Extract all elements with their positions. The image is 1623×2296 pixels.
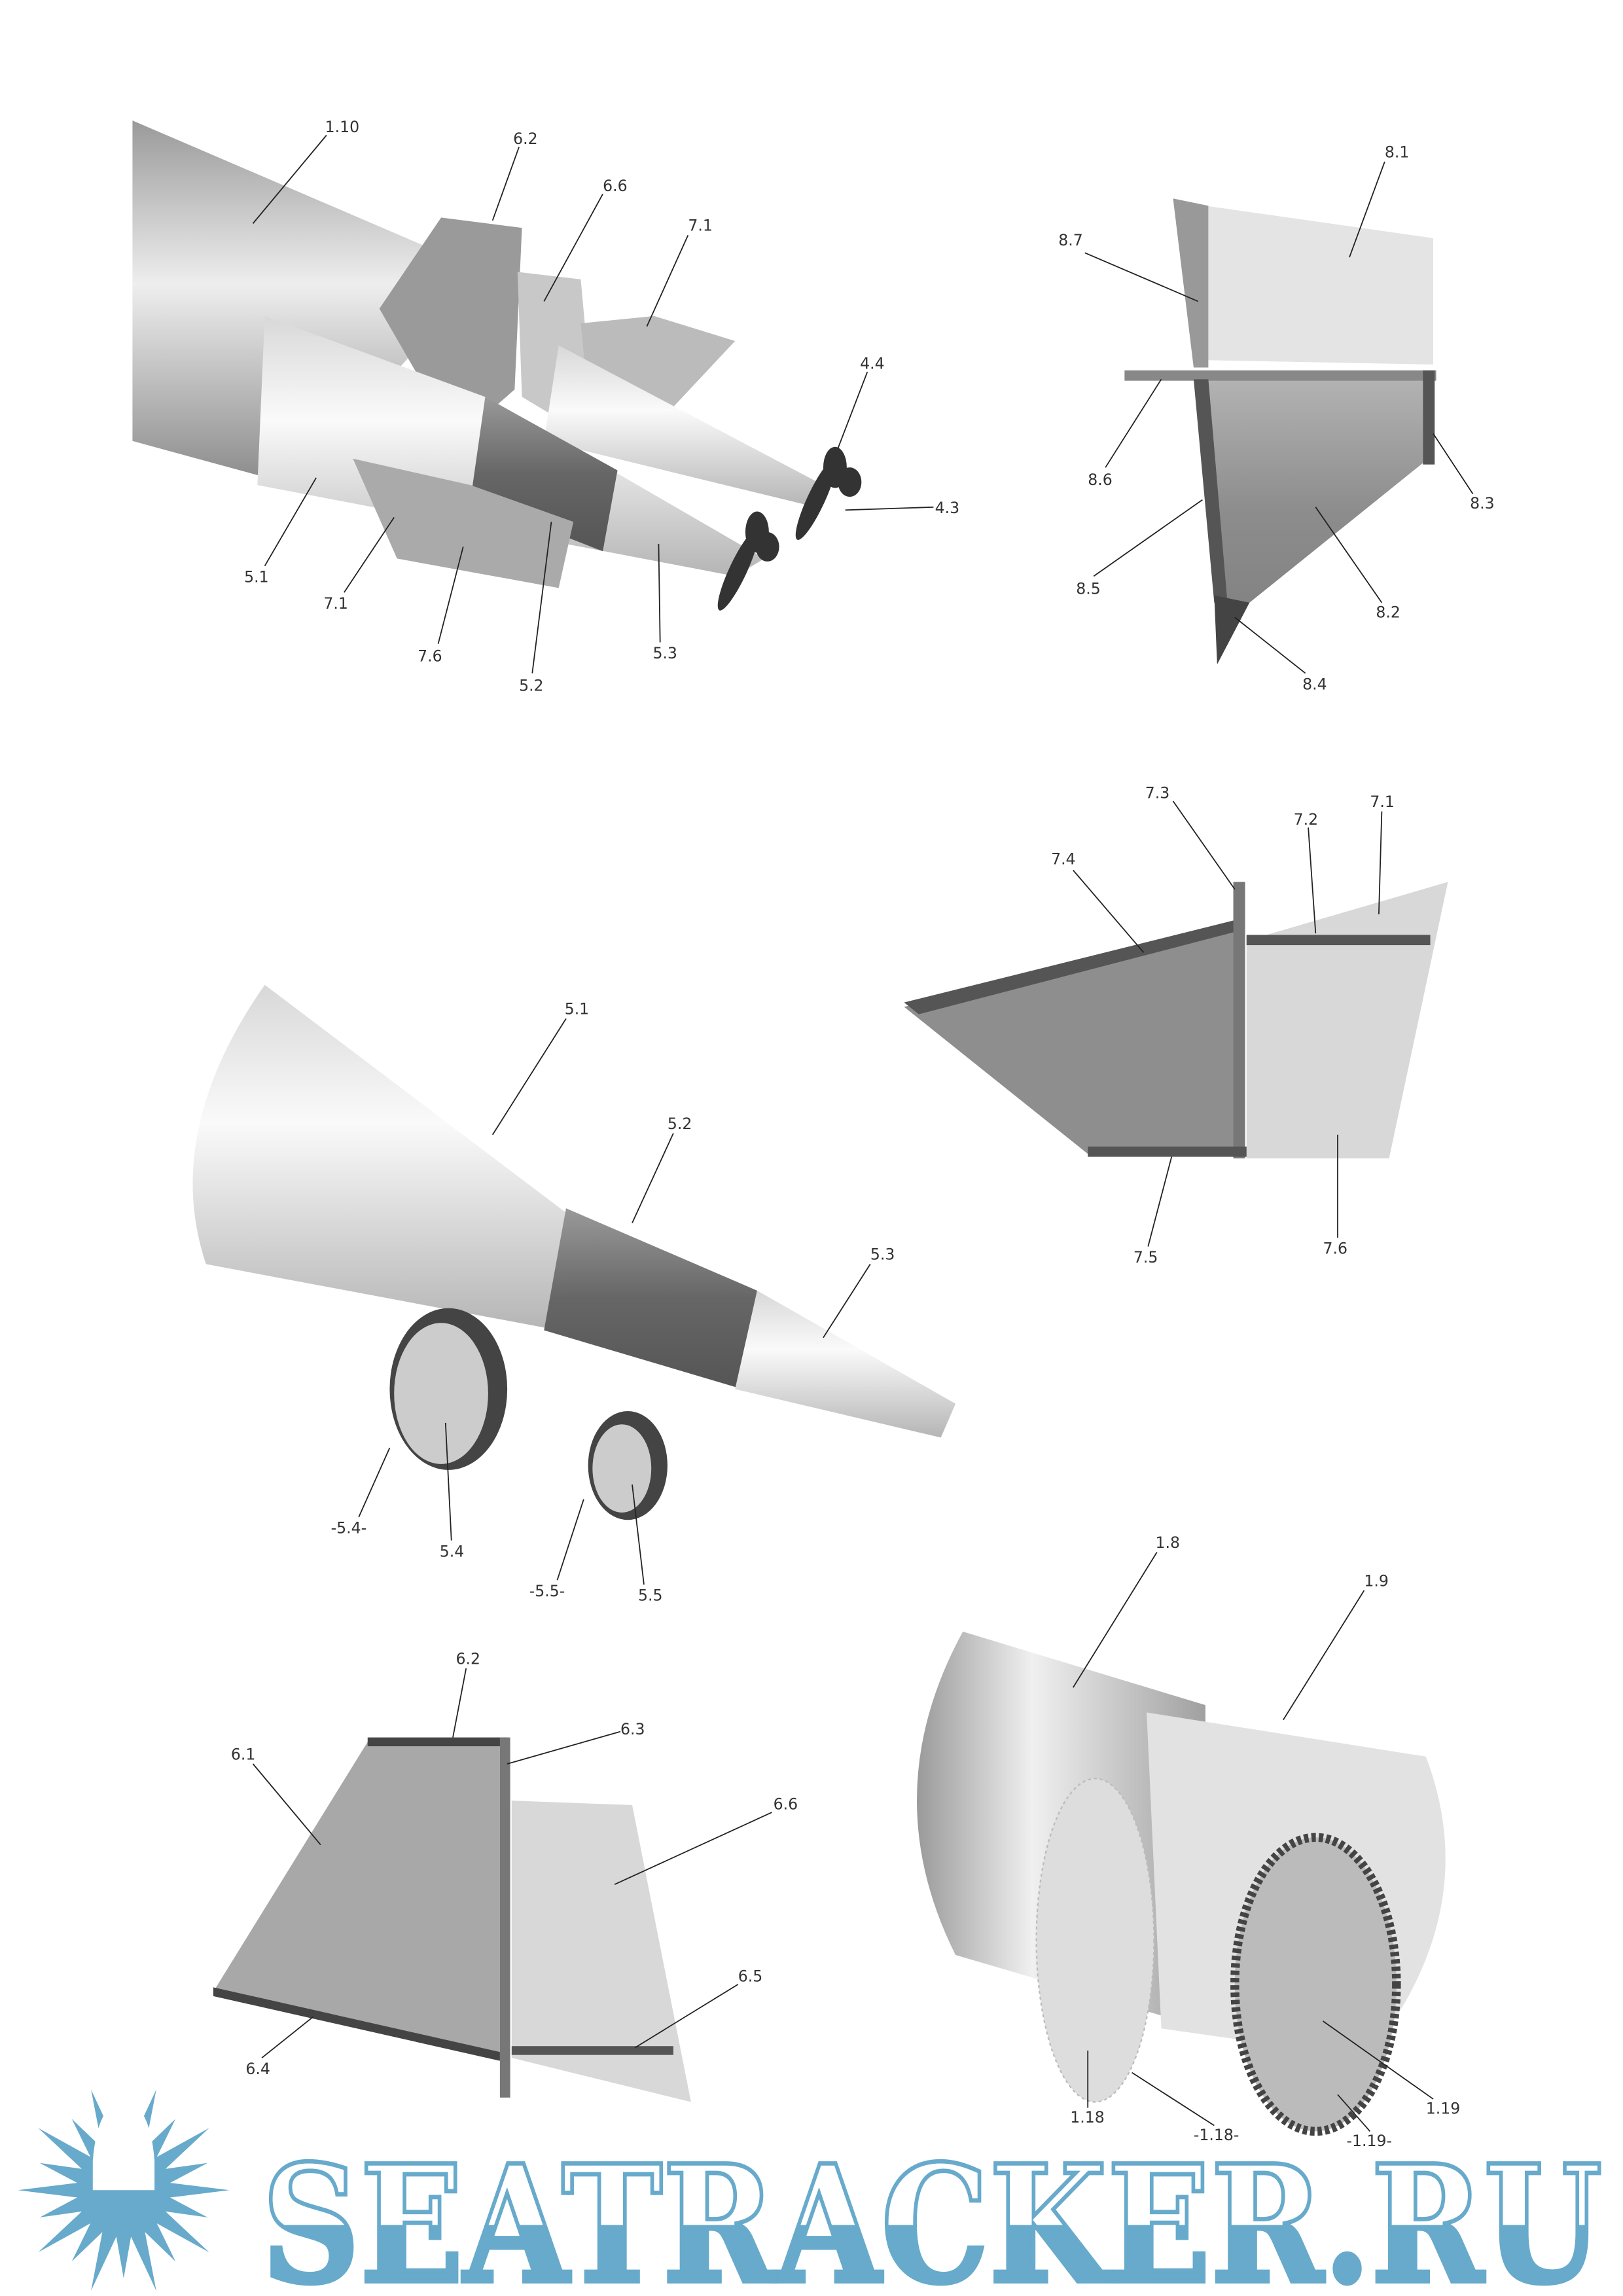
part-8-2	[1205, 379, 1423, 647]
label: 6.1	[231, 1745, 256, 1763]
label: -1.19-	[1346, 2132, 1392, 2150]
labels-hull-tubes: 1.8 1.9 1.18 -1.18- -1.19- 1.19	[1070, 1534, 1460, 2150]
label: 8.4	[1302, 675, 1327, 693]
figure-fin-parts	[904, 882, 1448, 1158]
label: 6.2	[513, 130, 538, 148]
part-7-2	[1246, 935, 1431, 946]
label: 6.3	[620, 1720, 645, 1738]
label: 8.7	[1058, 231, 1083, 249]
watermark-text: SEATRACKER.RU	[262, 2130, 1602, 2296]
labels-skeg-parts: 8.1 8.7 8.6 8.3 8.5 8.2 8.4	[1058, 143, 1494, 693]
part-1-19-disc	[1230, 1833, 1401, 2136]
propeller-upper	[795, 446, 862, 540]
label: 6.5	[738, 1967, 763, 1985]
label: 1.18	[1070, 2108, 1105, 2126]
label: -1.18-	[1194, 2126, 1240, 2144]
part-7-4	[904, 923, 1235, 1154]
label: 4.3	[935, 499, 960, 517]
part-6-2	[367, 1737, 508, 1747]
part-5-1	[192, 984, 566, 1331]
label: -5.4-	[331, 1518, 367, 1537]
label: 5.1	[565, 1000, 590, 1018]
part-8-6	[1124, 370, 1436, 381]
label: 6.4	[245, 2060, 270, 2078]
label: 7.1	[1370, 793, 1395, 811]
figure-shaft-housing	[192, 984, 956, 1520]
leader-lines	[252, 135, 1474, 2132]
label: 5.2	[668, 1115, 692, 1133]
labels-rudder-parts: 6.2 6.3 6.1 6.6 6.5 6.4	[231, 1649, 798, 2078]
part-1-18-disc	[1035, 1778, 1155, 2103]
label: 4.4	[860, 355, 885, 373]
label: 7.1	[688, 217, 712, 235]
part-7-5	[1088, 1146, 1247, 1157]
label: 7.4	[1051, 850, 1076, 869]
figure-skeg-parts	[1124, 198, 1436, 665]
part-6-6	[511, 1801, 691, 2102]
labels-shaft-housing: 5.1 5.2 5.3 -5.4- 5.4 -5.5- 5.5	[331, 1000, 895, 1605]
labels-fin-parts: 7.3 7.2 7.1 7.4 7.5 7.6	[1051, 783, 1395, 1266]
label: 1.9	[1364, 1571, 1389, 1590]
part-7-4-edge	[904, 920, 1235, 1014]
label: 5.2	[519, 677, 543, 695]
part-8-7	[1173, 198, 1209, 368]
part-5-5-wheel	[588, 1411, 668, 1520]
skeg-fin	[379, 217, 522, 441]
label: 1.19	[1426, 2100, 1461, 2118]
part-8-1	[1205, 206, 1433, 365]
label: 5.3	[870, 1246, 895, 1264]
sunburst-logo	[18, 2089, 230, 2291]
label: 5.3	[652, 644, 677, 662]
label: 8.2	[1376, 603, 1400, 621]
sun-dome	[92, 2099, 155, 2191]
shaft-housing-upper	[544, 345, 823, 507]
label: -5.5-	[529, 1582, 565, 1600]
sunburst-rays	[18, 2089, 230, 2291]
part-5-3	[735, 1290, 956, 1438]
label: 8.6	[1088, 471, 1113, 489]
propeller-lower	[717, 511, 779, 611]
part-6-1	[213, 1742, 500, 2058]
label: 7.6	[418, 647, 442, 666]
label: 8.1	[1385, 143, 1410, 161]
label: 6.6	[774, 1795, 798, 1814]
hull-section	[132, 120, 486, 486]
watermark: SEATRACKER.RU	[18, 2089, 1605, 2296]
label: 8.3	[1470, 494, 1495, 512]
part-7-1	[1246, 882, 1448, 1158]
figure-hull-tubes	[917, 1631, 1446, 2136]
part-8-4	[1214, 595, 1250, 665]
label: 7.2	[1294, 810, 1319, 829]
figure-stern-assembly	[132, 120, 862, 611]
label: 1.10	[325, 118, 359, 136]
label: 1.8	[1156, 1534, 1181, 1552]
label: 7.3	[1145, 783, 1170, 802]
part-5-2	[544, 1208, 757, 1390]
label: 7.6	[1323, 1240, 1348, 1258]
label: 6.2	[456, 1649, 481, 1668]
label: 8.5	[1076, 579, 1101, 598]
label: 5.4	[440, 1542, 465, 1560]
part-6-5	[511, 2046, 673, 2055]
label: 6.6	[603, 177, 628, 195]
lower-fin	[353, 458, 574, 588]
part-6-4	[213, 1987, 500, 2061]
part-7-3	[1233, 882, 1245, 1158]
label: 7.5	[1133, 1248, 1158, 1266]
part-5-4-wheel	[389, 1308, 508, 1470]
labels-stern-assembly: 1.10 6.2 6.6 7.1 4.4 4.3 5.1 7.1 7.6 5.2…	[244, 118, 959, 694]
label: 7.1	[323, 594, 348, 613]
label: 5.1	[244, 567, 269, 586]
label: 5.5	[638, 1587, 663, 1605]
figure-rudder-parts	[213, 1737, 691, 2102]
part-8-5	[1193, 379, 1228, 603]
part-6-3	[499, 1737, 510, 2098]
part-8-3	[1423, 370, 1435, 465]
